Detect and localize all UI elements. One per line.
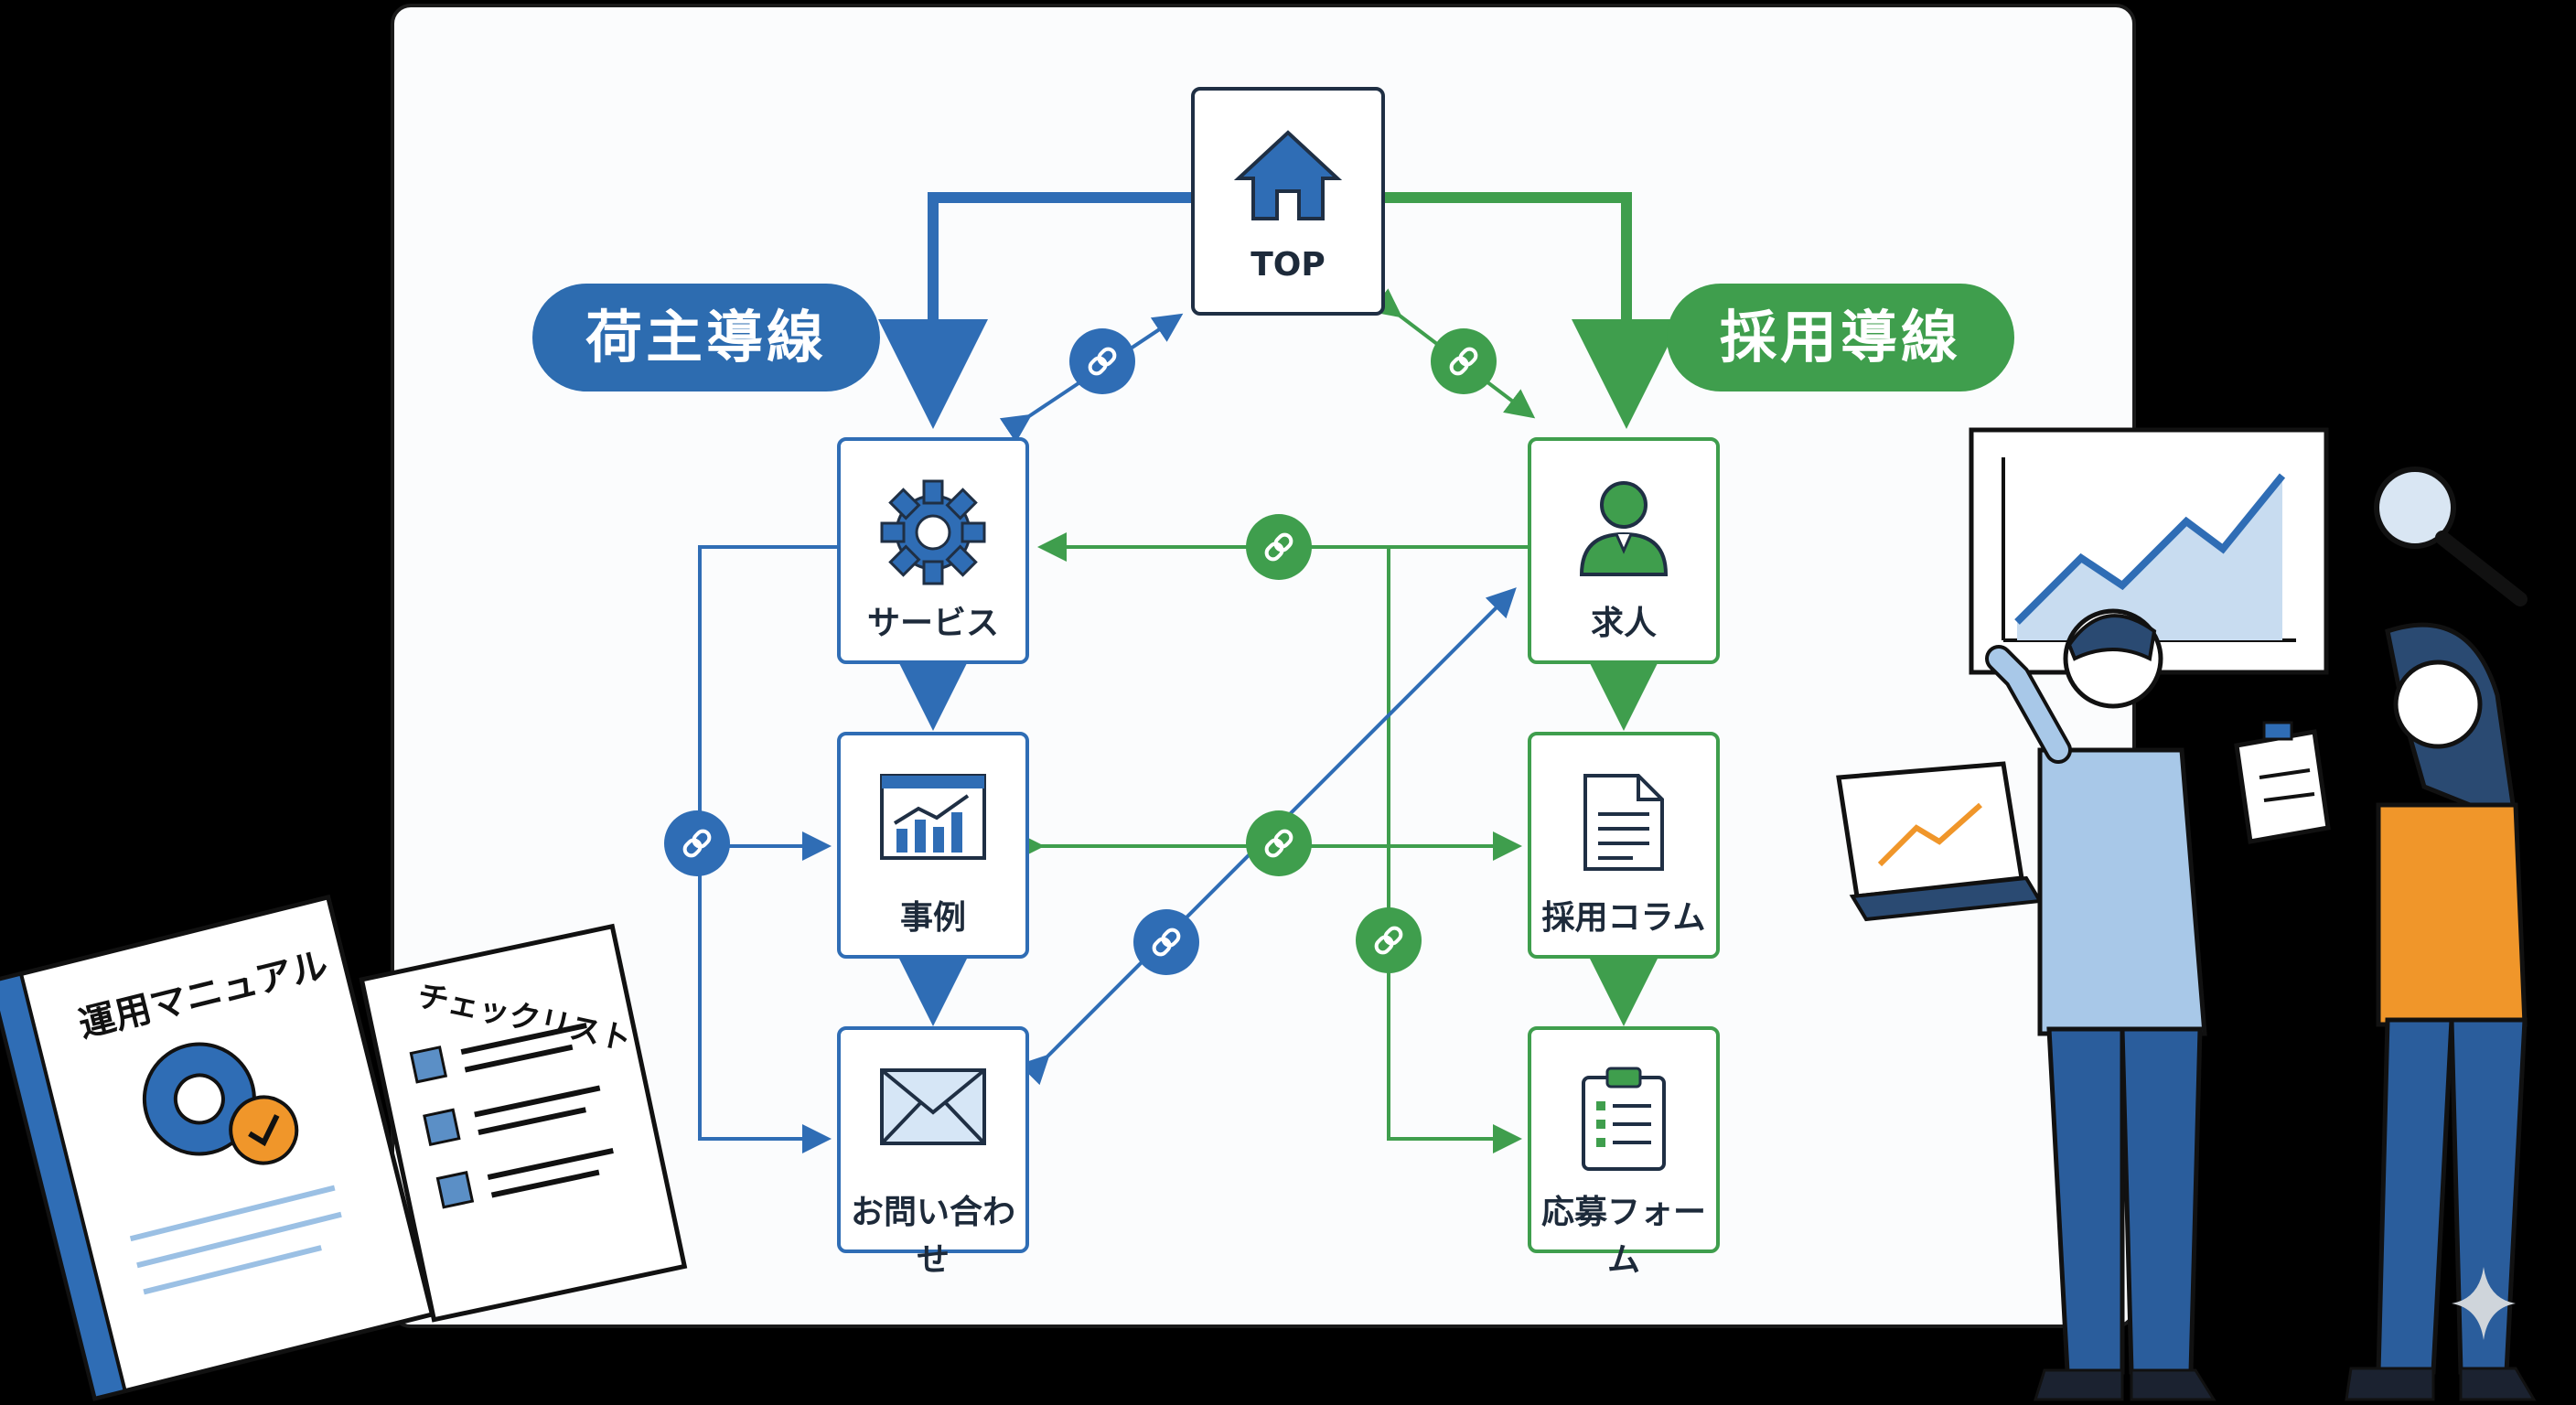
node-contact-label: お問い合わせ: [850, 1194, 1015, 1279]
link-icon: [1069, 328, 1135, 394]
link-icon: [1133, 909, 1199, 975]
person-icon: [1579, 481, 1669, 576]
node-job[interactable]: 求人: [1528, 437, 1720, 664]
sparkle-icon: [2452, 1267, 2516, 1340]
node-column-label: 採用コラム: [1541, 899, 1706, 937]
link-icon: [1246, 810, 1312, 876]
node-service-label: サービス: [866, 605, 999, 642]
right-flow-title: 採用導線: [1667, 284, 2014, 391]
flow-top-to-job: [1384, 192, 1681, 429]
link-icon: [1431, 328, 1497, 394]
node-top-label: TOP: [1250, 246, 1326, 284]
woman-figure: [2234, 622, 2537, 1401]
node-case[interactable]: 事例: [837, 732, 1029, 959]
node-form-label: 応募フォーム: [1540, 1194, 1706, 1279]
clipboard-icon: [1582, 1067, 1666, 1171]
magnifier-icon: [2374, 467, 2528, 606]
left-flow-title: 荷主導線: [532, 284, 880, 391]
node-top[interactable]: TOP: [1191, 87, 1385, 316]
house-icon: [1233, 130, 1343, 220]
flow-top-to-service: [878, 192, 1191, 429]
link-icon: [664, 810, 730, 876]
man-figure: [1985, 608, 2216, 1401]
node-column[interactable]: 採用コラム: [1528, 732, 1720, 959]
node-service[interactable]: サービス: [837, 437, 1029, 664]
laptop-icon: [1836, 761, 2044, 922]
node-case-label: 事例: [899, 899, 966, 937]
chart-icon: [880, 774, 986, 860]
node-form[interactable]: 応募フォーム: [1528, 1026, 1720, 1279]
envelope-icon: [880, 1068, 986, 1145]
gear-icon: [880, 479, 986, 585]
link-icon: [1356, 907, 1422, 973]
link-icon: [1246, 514, 1312, 580]
node-contact[interactable]: お問い合わせ: [837, 1026, 1029, 1279]
document-icon: [1583, 774, 1664, 871]
node-job-label: 求人: [1590, 605, 1657, 642]
